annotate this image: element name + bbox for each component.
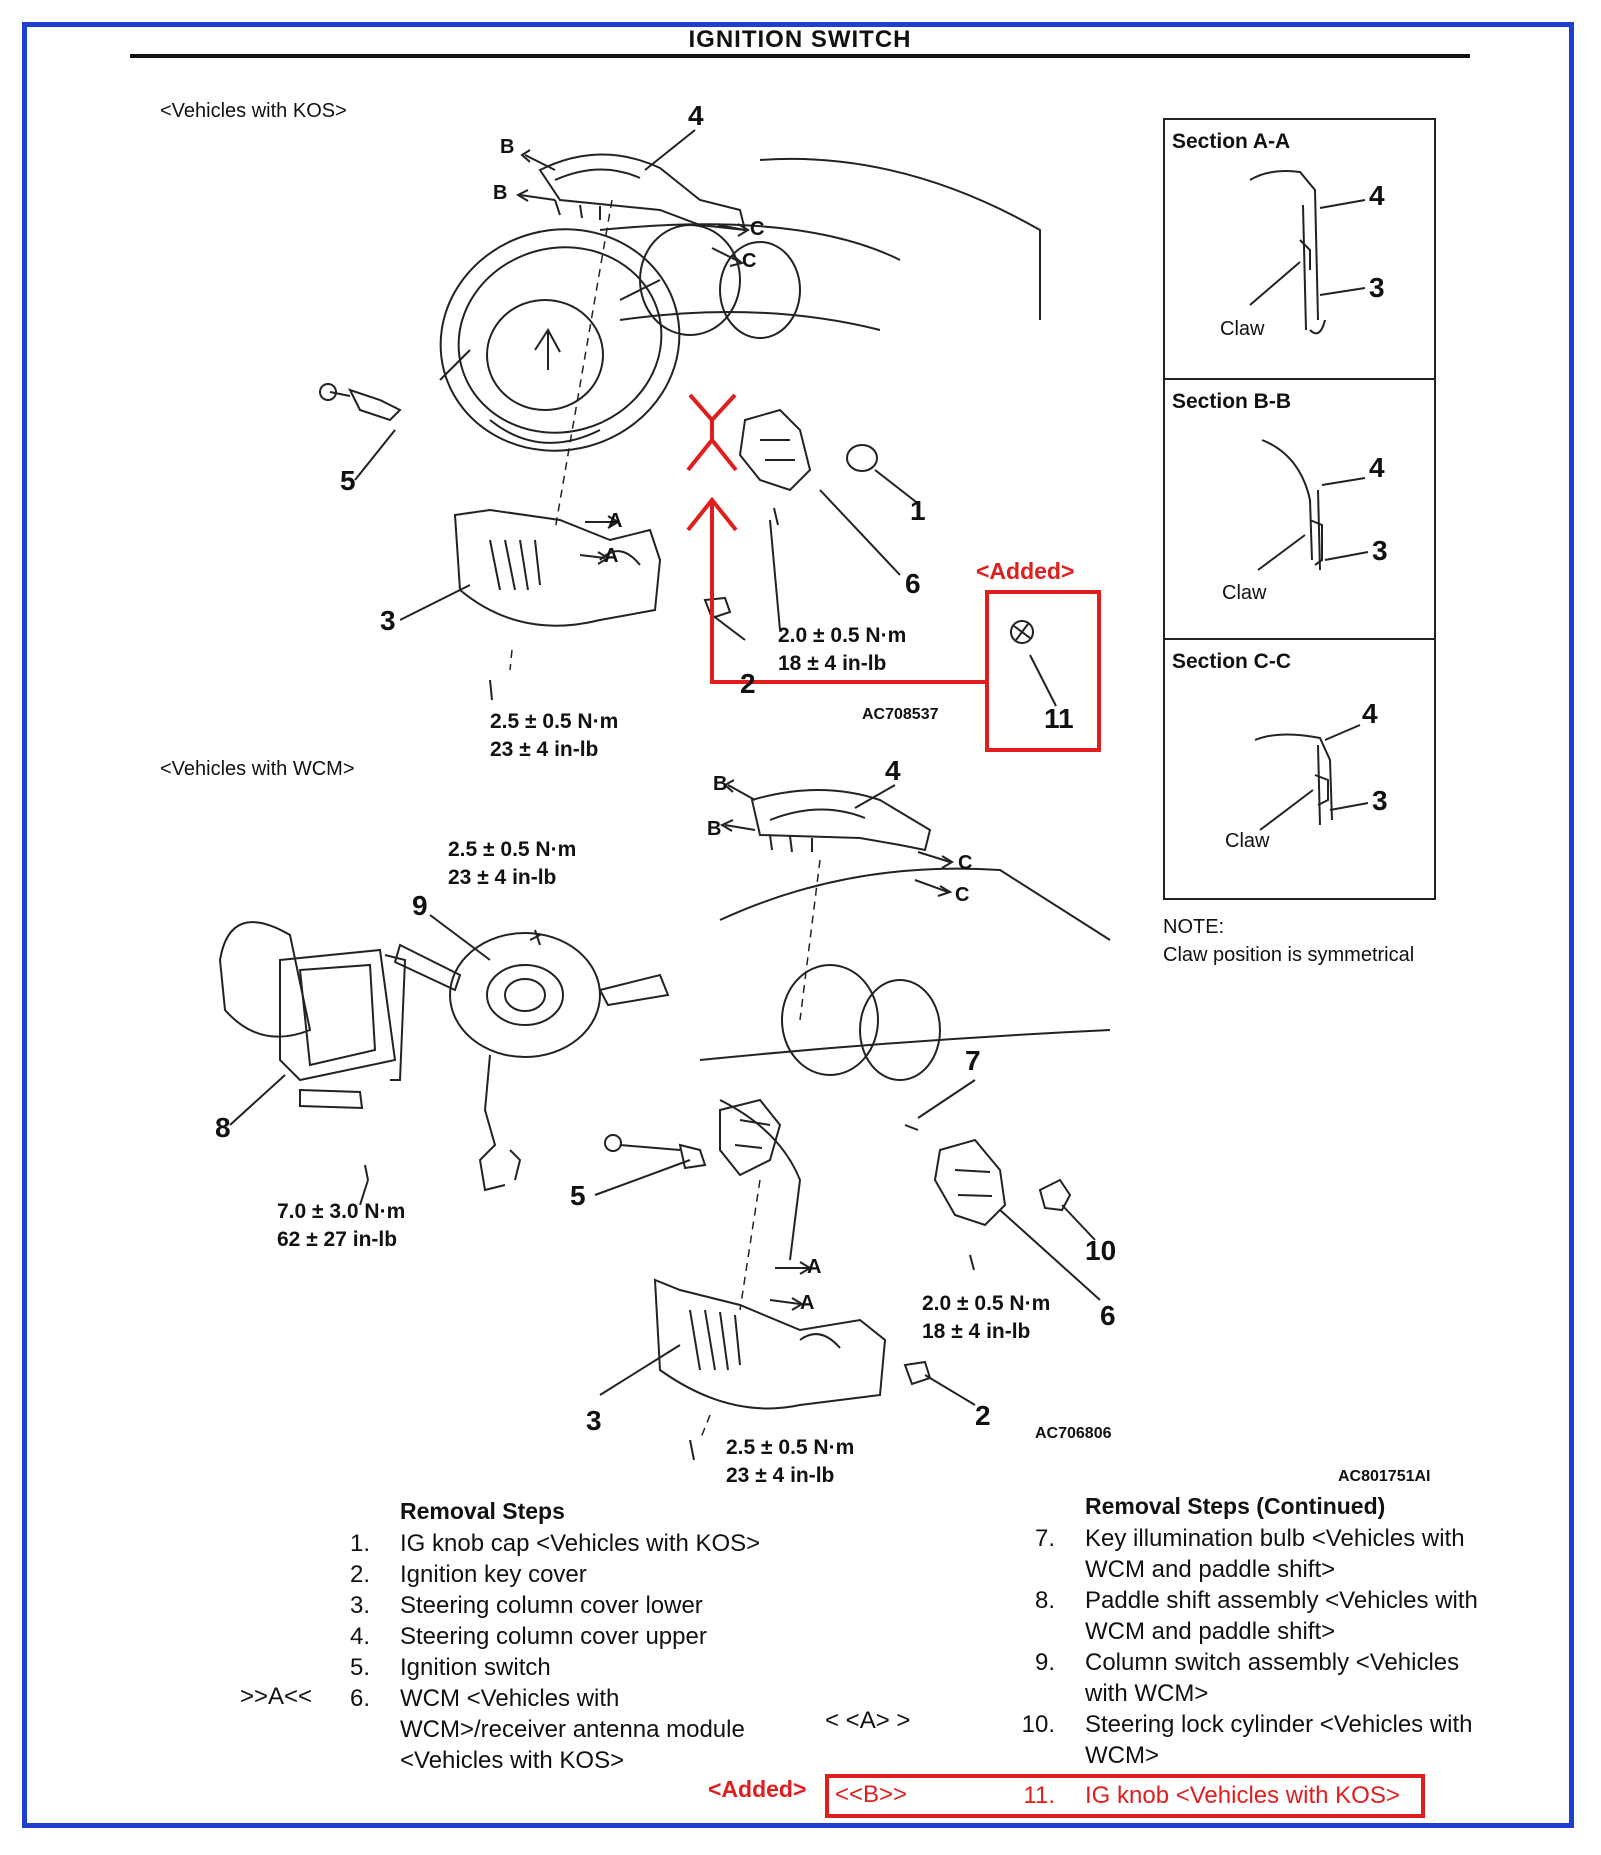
kos-arrow-a2: A [604,545,619,567]
section-cc-callout-lower: 3 [1372,785,1388,816]
section-bb-claw-label: Claw [1222,582,1267,604]
section-cc-drawing [1254,724,1369,831]
wcm-arrow-b1: B [713,773,728,795]
section-aa-claw-label: Claw [1220,318,1265,340]
kos-callout-1: 1 [910,495,926,526]
marker-a-right: < <A> > [825,1707,911,1734]
section-bb-callout-upper: 4 [1369,452,1385,483]
wcm-callout-8: 8 [215,1112,231,1143]
section-aa-callout-lower: 3 [1369,272,1385,303]
kos-figure-code: AC708537 [862,706,939,723]
section-aa-title: Section A-A [1172,130,1291,153]
wcm-torque-spec-b: 7.0 ± 3.0 N·m 62 ± 27 in-lb [277,1200,406,1251]
wcm-lower-column-cover [653,1278,932,1461]
wcm-callout-5: 5 [570,1180,586,1211]
wcm-callout-3: 3 [586,1405,602,1436]
kos-arrow-c2: C [742,250,757,272]
wcm-figure-code: AC706806 [1035,1425,1112,1442]
added-step-box [825,1774,1425,1818]
marker-a-left: >>A<< [240,1683,313,1710]
section-aa-drawing [1249,170,1366,335]
wcm-callout-10: 10 [1085,1235,1117,1266]
section-cc-callout-upper: 4 [1362,698,1378,729]
figure-code: AC801751AI [1338,1468,1431,1485]
note-block: NOTE: Claw position is symmetrical [1163,916,1415,966]
page-frame [22,22,1574,1828]
page-title: IGNITION SWITCH [688,26,912,53]
marker-b: <<B>> [835,1781,908,1808]
removal-steps-continued-heading: Removal Steps (Continued) [1085,1493,1386,1519]
wcm-arrow-c2: C [955,884,970,906]
wcm-torque-spec-a: 2.5 ± 0.5 N·m 23 ± 4 in-lb [448,838,577,889]
kos-torque-spec-b: 2.5 ± 0.5 N·m 23 ± 4 in-lb [490,710,619,761]
kos-torque-spec-a: 2.0 ± 0.5 N·m 18 ± 4 in-lb [778,624,907,675]
section-cc-title: Section C-C [1172,650,1292,673]
kos-callout-5: 5 [340,465,356,496]
kos-arrow-c1: C [750,218,765,240]
section-bb-box [1163,378,1436,640]
removal-steps-heading: Removal Steps [400,1498,565,1524]
kos-upper-column-cover [538,153,747,232]
wcm-arrow-b2: B [707,818,722,840]
wcm-callout-9: 9 [412,890,428,921]
title-rule [130,54,1470,58]
section-bb-title: Section B-B [1172,390,1292,413]
wcm-ignition-switch-body [364,929,1072,1271]
section-cc-box [1163,638,1436,900]
section-bb-drawing [1257,439,1369,571]
section-aa-box [1163,118,1436,380]
kos-callout-11: 11 [1044,703,1074,734]
section-aa-callout-upper: 4 [1369,180,1385,211]
kos-arrow-b2: B [493,182,508,204]
wcm-upper-column-cover [750,789,932,853]
added-label-steps: <Added> [708,1776,807,1802]
kos-arrow-a1: A [608,510,623,532]
kos-callout-4: 4 [688,100,704,131]
added-label-figure: <Added> [976,558,1075,584]
wcm-dashboard-outline [699,867,1111,1261]
wcm-torque-spec-d: 2.5 ± 0.5 N·m 23 ± 4 in-lb [726,1436,855,1487]
kos-lower-column-cover [453,508,662,627]
section-cc-claw-label: Claw [1225,830,1270,852]
wcm-arrow-a2: A [800,1292,815,1314]
wcm-callout-6: 6 [1100,1300,1116,1331]
wcm-figure-label: <Vehicles with WCM> [160,758,355,780]
ig-knob-part [1010,620,1034,644]
kos-figure-label: <Vehicles with KOS> [160,100,347,122]
wcm-torque-spec-c: 2.0 ± 0.5 N·m 18 ± 4 in-lb [922,1292,1051,1343]
wcm-callout-7: 7 [965,1045,981,1076]
kos-arrow-b1: B [500,136,515,158]
wcm-callout-2: 2 [975,1400,991,1431]
wcm-column-switch [393,932,670,1192]
kos-callout-2: 2 [740,668,756,699]
section-bb-callout-lower: 3 [1372,535,1388,566]
kos-steering-wheel [439,228,681,452]
added-ig-knob-box [985,590,1101,752]
wcm-paddle-shift [218,921,407,1110]
wcm-arrow-c1: C [958,852,973,874]
kos-ignition-switch-body [319,383,878,701]
wcm-callout-4: 4 [885,755,901,786]
kos-callout-6: 6 [905,568,921,599]
added-arrow [686,393,985,684]
kos-callout-3: 3 [380,605,396,636]
kos-dashboard-outline [599,157,1041,339]
wcm-arrow-a1: A [807,1256,822,1278]
